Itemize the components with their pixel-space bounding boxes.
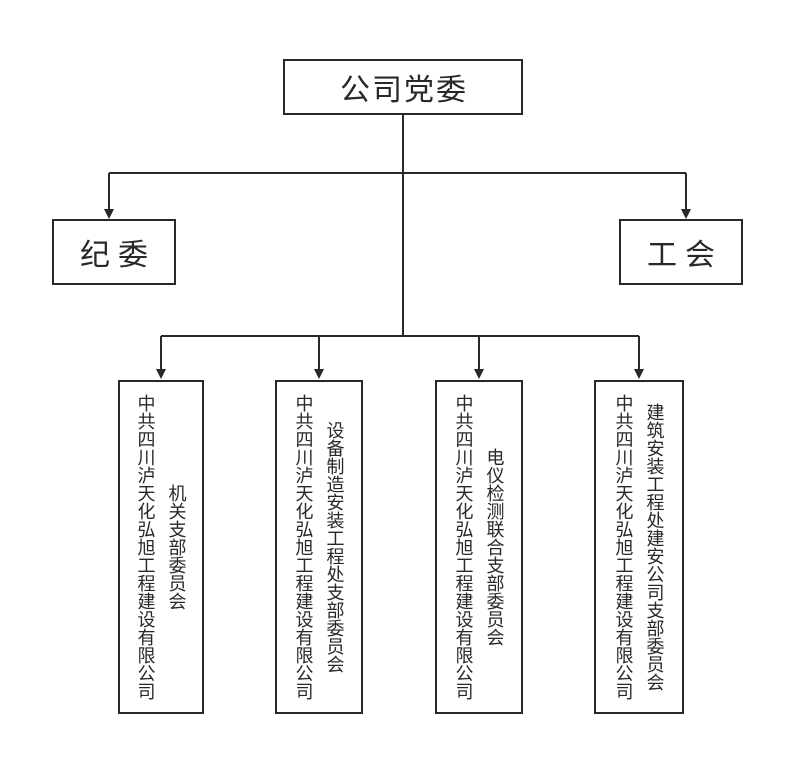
branch-arrow-4	[634, 336, 644, 379]
node-labor-union: 工会	[619, 219, 743, 285]
node-branch-construction: 中共四川泸天化弘旭工程建设有限公司 建筑安装工程处建安公司支部委员会	[594, 380, 684, 714]
branch-committee-name: 设备制造安装工程处支部委员会	[324, 421, 345, 673]
node-party-committee: 公司党委	[283, 59, 523, 115]
node-discipline-committee: 纪委	[52, 219, 176, 285]
branch-arrow-2	[314, 336, 324, 379]
branch-company-name: 中共四川泸天化弘旭工程建设有限公司	[293, 394, 314, 700]
committee-arrow-left	[104, 173, 114, 219]
branch-committee-name: 机关支部委员会	[166, 484, 187, 610]
branch-committee-name: 电仪检测联合支部委员会	[484, 448, 505, 646]
node-labor-union-label: 工会	[647, 239, 723, 272]
branch-company-name: 中共四川泸天化弘旭工程建设有限公司	[453, 394, 474, 700]
branch-committee-name: 建筑安装工程处建安公司支部委员会	[644, 403, 665, 691]
committee-arrow-right	[681, 173, 691, 219]
node-party-committee-label: 公司党委	[340, 74, 468, 107]
node-branch-equipment: 中共四川泸天化弘旭工程建设有限公司 设备制造安装工程处支部委员会	[275, 380, 363, 714]
branch-arrow-3	[474, 336, 484, 379]
branch-arrow-1	[156, 336, 166, 379]
branch-company-name: 中共四川泸天化弘旭工程建设有限公司	[135, 394, 156, 700]
branch-company-name: 中共四川泸天化弘旭工程建设有限公司	[613, 394, 634, 700]
node-branch-organ: 中共四川泸天化弘旭工程建设有限公司 机关支部委员会	[118, 380, 204, 714]
node-branch-instrument: 中共四川泸天化弘旭工程建设有限公司 电仪检测联合支部委员会	[435, 380, 523, 714]
node-discipline-committee-label: 纪委	[80, 239, 156, 272]
